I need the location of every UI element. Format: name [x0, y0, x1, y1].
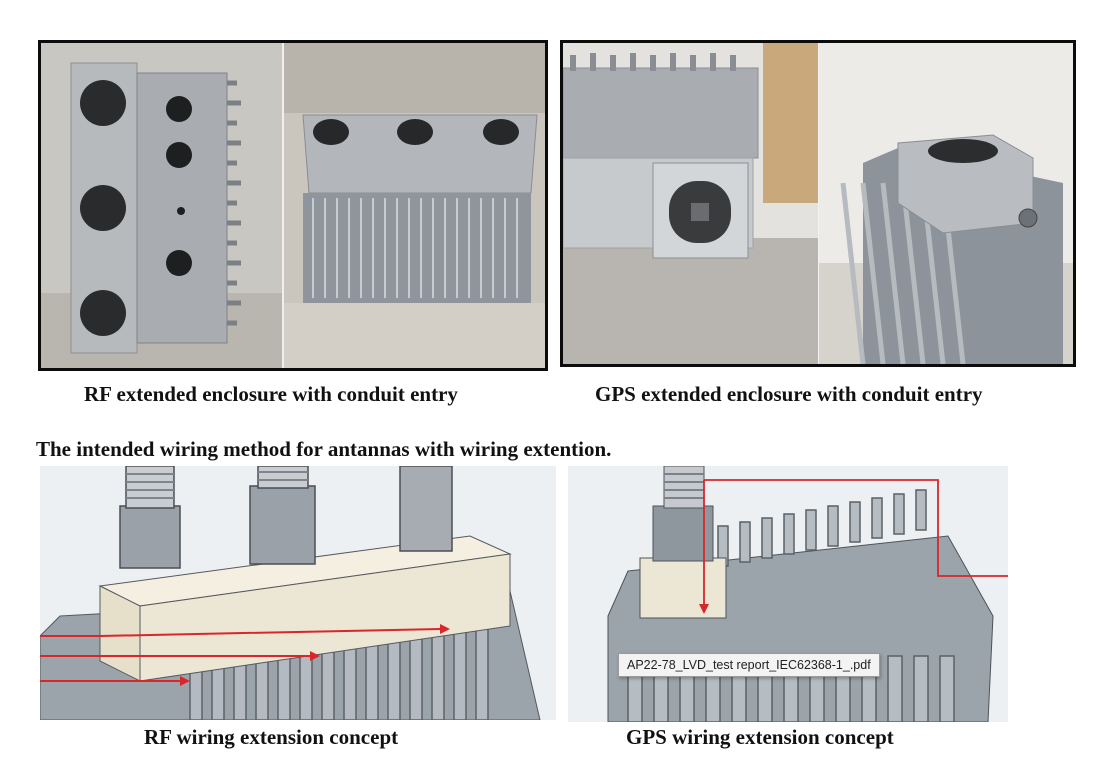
- gps-enclosure-photo-image: [563, 43, 1073, 364]
- rf-wiring-concept-drawing: [40, 466, 556, 720]
- rf-enclosure-photo-image: [41, 43, 545, 368]
- rf-enclosure-photo: [38, 40, 548, 371]
- gps-enclosure-caption: GPS extended enclosure with conduit entr…: [595, 382, 983, 406]
- file-tooltip: AP22-78_LVD_test report_IEC62368-1_.pdf: [618, 653, 880, 677]
- gps-enclosure-photo: [560, 40, 1076, 367]
- rf-wiring-concept-image: [40, 466, 556, 720]
- wiring-method-intro: The intended wiring method for antannas …: [36, 437, 612, 461]
- gps-wiring-concept-image: [568, 466, 1008, 722]
- rf-concept-caption: RF wiring extension concept: [144, 725, 399, 749]
- gps-concept-caption: GPS wiring extension concept: [626, 725, 894, 749]
- rf-enclosure-caption: RF extended enclosure with conduit entry: [84, 382, 458, 406]
- gps-wiring-concept-drawing: [568, 466, 1008, 722]
